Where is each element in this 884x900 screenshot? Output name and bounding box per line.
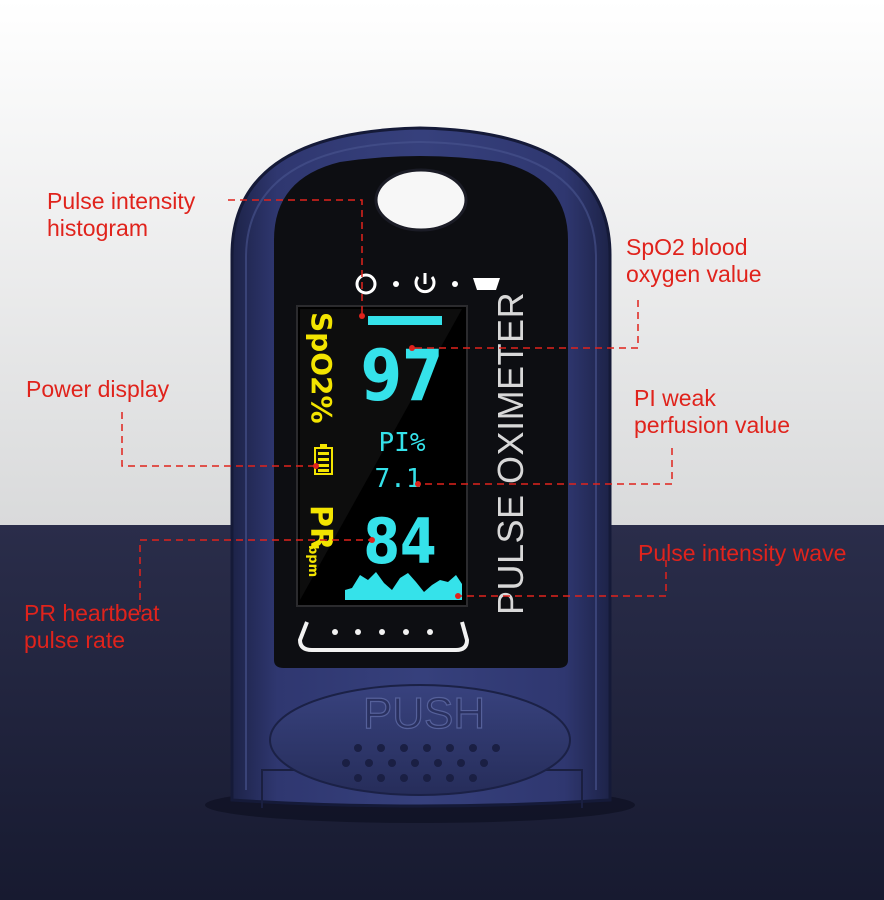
spo2-value: 97 <box>361 336 444 417</box>
grip-dots <box>342 744 500 782</box>
annotation-spo2: SpO2 blood oxygen value <box>626 234 762 287</box>
callout-dots <box>313 313 461 599</box>
pulse-histogram-bar <box>368 316 442 325</box>
power-icon <box>414 273 436 294</box>
callout-spo2 <box>412 300 639 349</box>
pr-label: PR <box>303 505 338 550</box>
battery-icon <box>314 444 333 475</box>
callout-pi <box>418 448 673 485</box>
pr-value: 84 <box>363 506 436 578</box>
pi-label: PI% <box>379 428 426 458</box>
pulse-indicator-icon <box>355 273 377 295</box>
button-hole-icon[interactable] <box>374 168 468 232</box>
callout-power <box>121 412 316 467</box>
spo2-label: SpO2% <box>305 312 338 424</box>
bottom-dots <box>332 629 433 635</box>
annotation-pi: PI weak perfusion value <box>634 385 790 438</box>
pi-value: 7.1 <box>375 464 422 494</box>
pulse-wave <box>345 572 462 600</box>
push-button[interactable] <box>269 684 571 796</box>
pr-unit: bpm <box>305 545 320 577</box>
annotation-wave: Pulse intensity wave <box>638 540 847 566</box>
icon-row <box>355 273 500 295</box>
push-text: PUSH <box>363 689 485 738</box>
callout-lines <box>121 199 673 612</box>
mode-icon <box>473 278 500 290</box>
brand-text: PULSE OXIMETER <box>490 292 531 615</box>
annotation-pr: PR heartbeat pulse rate <box>24 600 160 653</box>
annotation-pulse-histogram: Pulse intensity histogram <box>47 188 196 241</box>
bottom-bracket <box>297 621 470 652</box>
lcd-screen <box>296 305 468 607</box>
annotation-power: Power display <box>26 376 170 402</box>
callout-histogram <box>228 199 363 316</box>
callout-pr <box>139 539 372 612</box>
callout-wave <box>458 560 667 597</box>
